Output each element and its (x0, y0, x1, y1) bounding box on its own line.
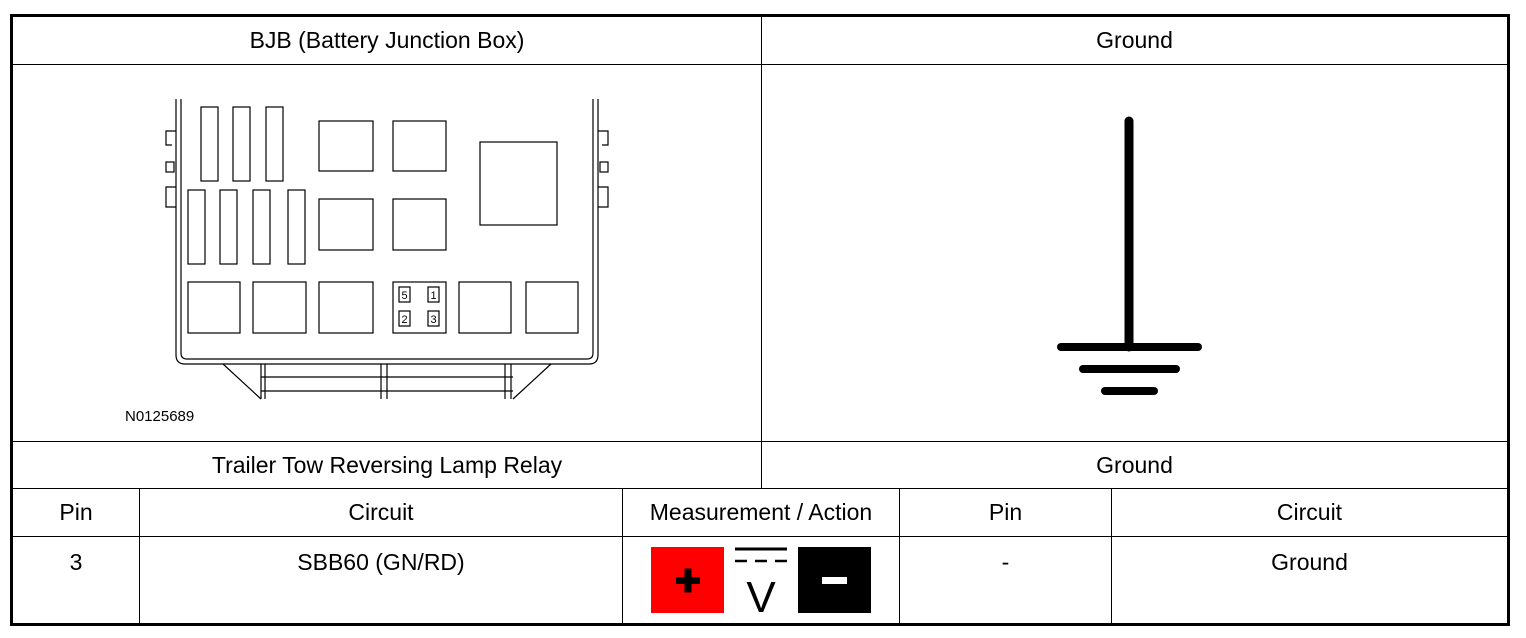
column-header-pin: Pin (988, 499, 1023, 525)
column-divider (761, 17, 762, 488)
relay-pin-label: 2 (401, 314, 407, 326)
circuit-a-value: SBB60 (GN/RD) (297, 549, 465, 575)
row-divider (13, 64, 1507, 65)
column-header-circuit: Circuit (348, 499, 414, 525)
fuse (219, 189, 238, 265)
ground-illustration-panel (762, 65, 1507, 441)
column-header-circuit: Circuit (1276, 499, 1343, 525)
relay-name: Trailer Tow Reversing Lamp Relay (211, 451, 563, 478)
mounting-post (260, 364, 512, 399)
column-divider (1111, 488, 1112, 623)
ground-symbol-icon (1057, 116, 1202, 395)
fuse (187, 189, 206, 265)
circuit-b-value: Ground (1271, 549, 1348, 575)
bjb-housing (175, 99, 599, 365)
row-divider (13, 488, 1507, 489)
relay-slot (318, 281, 374, 334)
relay-pin (398, 310, 411, 327)
relay-slot (525, 281, 579, 334)
column-divider (899, 488, 900, 623)
relay-pin (427, 310, 440, 327)
fuse (265, 106, 284, 182)
minus-icon (798, 547, 871, 613)
pinout-table: BJB (Battery Junction Box) Ground (10, 14, 1510, 626)
measurement-action: V (623, 537, 899, 623)
relay-pin-label: 3 (430, 314, 436, 326)
trailer-tow-reversing-lamp-relay (392, 281, 447, 334)
fuse (232, 106, 251, 182)
bjb-illustration-panel: 5 1 2 3 N0125689 (13, 65, 761, 441)
fuse (252, 189, 271, 265)
large-relay-slot (479, 141, 558, 226)
left-clip (165, 130, 176, 208)
relay-slot (252, 281, 307, 334)
pin-a-value: 3 (69, 549, 83, 575)
column-header-pin: Pin (59, 499, 93, 525)
fuse (287, 189, 306, 265)
mounting-bracket (222, 363, 552, 400)
relay-pin (427, 286, 440, 303)
relay-slot (458, 281, 512, 334)
column-header-measurement: Measurement / Action (649, 499, 873, 525)
connector-a-title: BJB (Battery Junction Box) (249, 27, 525, 53)
row-divider (13, 536, 1507, 537)
relay-slot (392, 120, 447, 172)
bjb-housing-inner (180, 99, 594, 360)
relay-slot (187, 281, 241, 334)
relay-slot (318, 120, 374, 172)
relay-pin-label: 5 (401, 290, 407, 302)
battery-junction-box-illustration: 5 1 2 3 N0125689 (125, 99, 609, 425)
fuse (200, 106, 219, 182)
relay-slot (392, 198, 447, 251)
dc-voltage-icon: V (735, 547, 787, 622)
connector-b-title: Ground (1096, 27, 1173, 53)
right-clip (598, 130, 609, 208)
column-divider (622, 488, 623, 623)
plus-icon (651, 547, 724, 613)
relay-slot (318, 198, 374, 251)
relay-pin (398, 286, 411, 303)
column-divider (139, 488, 140, 623)
voltmeter-symbol: V (746, 573, 776, 622)
relay-pin-label: 1 (430, 290, 436, 302)
figure-reference: N0125689 (125, 408, 194, 425)
left-clip-tab (165, 161, 175, 173)
pin-b-value: - (1001, 549, 1010, 575)
right-clip-tab (599, 161, 609, 173)
row-divider (13, 441, 1507, 442)
ground-name: Ground (1096, 451, 1173, 478)
